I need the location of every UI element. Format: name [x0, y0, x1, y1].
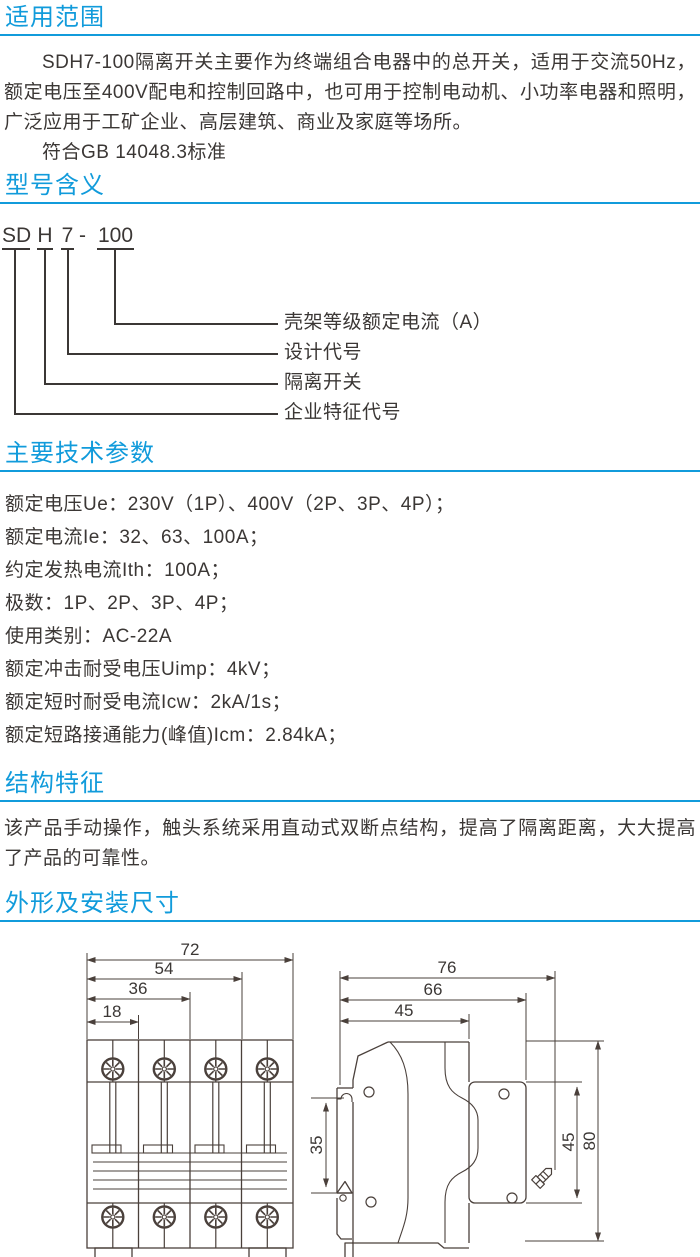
model-code-h: H: [37, 224, 53, 250]
dim-label-36: 36: [129, 979, 148, 998]
model-label-company-code: 企业特征代号: [284, 402, 402, 423]
connector-line: [44, 250, 46, 384]
model-label-design-code: 设计代号: [284, 342, 363, 363]
dim-label-72: 72: [181, 940, 200, 959]
param-making-capacity: 额定短路接通能力(峰值)Icm：2.84kA；: [5, 725, 347, 746]
section-title-params: 主要技术参数: [5, 440, 155, 467]
dim-label-45-height: 45: [559, 1133, 578, 1152]
section-model: 型号含义 SD H 7 - 100 壳架等级额定电流（A） 设计代号 隔离开关 …: [0, 168, 700, 436]
section-structure: 结构特征 该产品手动操作，触头系统采用直动式双断点结构，提高了隔离距离，大大提高…: [0, 766, 700, 874]
connector-line: [14, 250, 16, 414]
dim-label-45-depth: 45: [395, 1001, 414, 1020]
section-rule: [0, 920, 700, 922]
connector-line: [67, 250, 69, 354]
mounting-foot: [248, 1247, 287, 1257]
param-poles: 极数：1P、2P、3P、4P；: [5, 593, 239, 614]
structure-paragraph: 该产品手动操作，触头系统采用直动式双断点结构，提高了隔离距离，大大提高了产品的可…: [4, 818, 696, 869]
dim-label-76: 76: [438, 958, 457, 977]
connector-line: [14, 413, 278, 415]
mounting-hole: [498, 1088, 510, 1100]
mounting-foot: [94, 1247, 133, 1257]
mounting-hole: [506, 1192, 518, 1204]
model-code-diagram: SD H 7 - 100 壳架等级额定电流（A） 设计代号 隔离开关 企业特征代…: [0, 224, 700, 436]
model-code-dash: -: [79, 224, 86, 247]
mounting-hole: [365, 1196, 377, 1208]
section-dimensions: 外形及安装尺寸: [0, 886, 700, 1257]
parameter-list: 额定电压Ue：230V（1P）、400V（2P、3P、4P）； 额定电流Ie：3…: [0, 488, 700, 752]
scope-standard-note: 符合GB 14048.3标准: [42, 142, 227, 163]
dim-label-35: 35: [307, 1136, 326, 1155]
param-rated-current: 额定电流Ie：32、63、100A；: [5, 527, 269, 548]
model-label-switch-type: 隔离开关: [284, 372, 363, 393]
section-rule: [0, 34, 700, 36]
section-title-model: 型号含义: [5, 172, 105, 199]
section-title-scope: 适用范围: [5, 4, 105, 31]
section-params: 主要技术参数 额定电压Ue：230V（1P）、400V（2P、3P、4P）； 额…: [0, 436, 700, 752]
din-rail-latch: [336, 1180, 354, 1257]
section-title-structure: 结构特征: [5, 770, 105, 797]
terminal-screw-side-icon: [531, 1167, 553, 1189]
outline-drawings-svg: 72 54 36 18: [86, 940, 604, 1257]
connector-line: [44, 383, 278, 385]
model-label-frame-current: 壳架等级额定电流（A）: [284, 312, 493, 333]
dim-label-66: 66: [424, 980, 443, 999]
dim-label-54: 54: [155, 959, 174, 978]
side-view-drawing: 76 66 45 45 80 35: [307, 958, 604, 1257]
mounting-hole: [363, 1086, 375, 1098]
scope-paragraph: SDH7-100隔离开关主要作为终端组合电器中的总开关，适用于交流50Hz，额定…: [4, 52, 696, 133]
param-impulse-voltage: 额定冲击耐受电压Uimp：4kV；: [5, 659, 281, 680]
section-scope: 适用范围 SDH7-100隔离开关主要作为终端组合电器中的总开关，适用于交流50…: [0, 0, 700, 168]
section-rule: [0, 470, 700, 472]
model-code-sd: SD: [2, 224, 31, 250]
section-rule: [0, 800, 700, 802]
terminal-cover-panel: [468, 1081, 527, 1204]
param-rated-voltage: 额定电压Ue：230V（1P）、400V（2P、3P、4P）；: [5, 494, 455, 515]
connector-line: [114, 250, 116, 324]
connector-line: [67, 353, 278, 355]
dimension-drawings: 72 54 36 18: [0, 940, 700, 1257]
model-code-100: 100: [97, 224, 134, 250]
front-view-drawing: 72 54 36 18: [86, 940, 294, 1257]
connector-line: [114, 323, 278, 325]
param-thermal-current: 约定发热电流Ith：100A；: [5, 560, 230, 581]
section-title-dimensions: 外形及安装尺寸: [5, 890, 180, 917]
model-code-7: 7: [61, 224, 74, 250]
param-utilization: 使用类别：AC-22A: [5, 626, 173, 647]
contact-band: [91, 1144, 287, 1190]
dim-label-80: 80: [580, 1132, 599, 1151]
param-shorttime-current: 额定短时耐受电流Icw：2kA/1s；: [5, 692, 292, 713]
section-rule: [0, 202, 700, 204]
dim-label-18: 18: [103, 1002, 122, 1021]
